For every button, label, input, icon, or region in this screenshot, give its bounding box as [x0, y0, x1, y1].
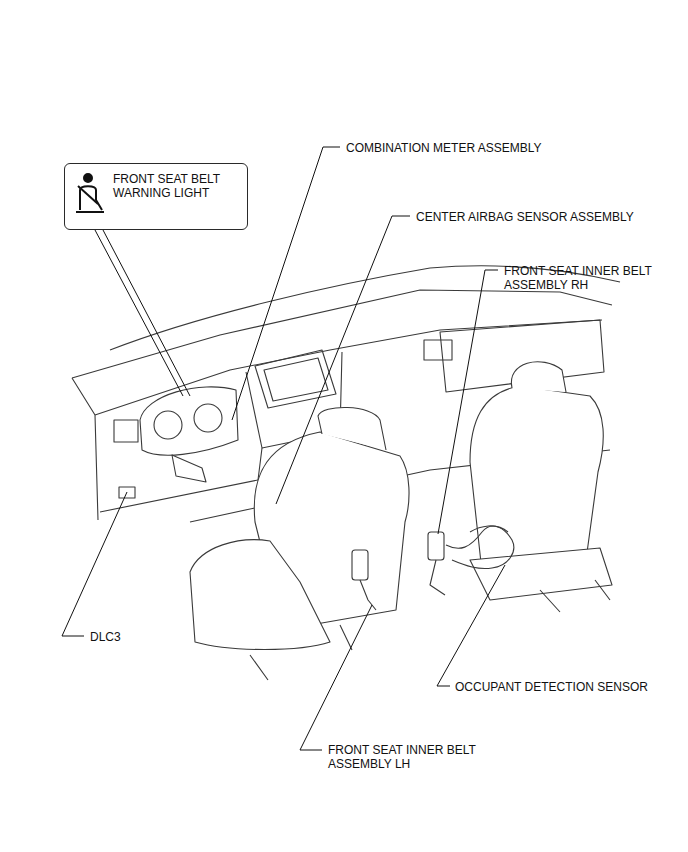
- steering-column: [172, 455, 206, 482]
- lh-headrest: [318, 407, 386, 450]
- leader-line: [300, 605, 372, 750]
- rh-headrest: [511, 362, 566, 392]
- lh-seat-rail: [250, 625, 352, 680]
- lh-belt-strap: [360, 580, 376, 610]
- part-label: OCCUPANT DETECTION SENSOR: [455, 680, 680, 694]
- leader-line: [276, 216, 410, 504]
- leader-lines: [62, 147, 505, 750]
- leader-line: [232, 147, 340, 420]
- part-label: FRONT SEAT INNER BELT ASSEMBLY RH: [504, 264, 672, 292]
- lh-belt-buckle: [352, 550, 368, 580]
- occupant-sensor-wire: [446, 526, 514, 568]
- occupant-sensor-wire: [470, 526, 508, 532]
- gauge: [194, 404, 222, 432]
- center-screen: [255, 350, 336, 408]
- icon-belt: [78, 186, 98, 204]
- part-label: DLC3: [90, 630, 170, 644]
- knee-panel: [100, 448, 262, 512]
- lh-seat-cushion: [190, 540, 330, 650]
- rh-seat-cushion: [470, 548, 612, 600]
- rh-seat-rail: [540, 580, 610, 612]
- rh-belt-buckle: [428, 532, 444, 560]
- part-label: CENTER AIRBAG SENSOR ASSEMBLY: [416, 210, 676, 224]
- meter-hood: [140, 387, 238, 455]
- gauge: [154, 411, 182, 439]
- icon-seat: [76, 211, 104, 213]
- callout-title: FRONT SEAT BELT WARNING LIGHT: [113, 172, 237, 200]
- rh-seat-back: [470, 386, 603, 572]
- leader-line: [438, 270, 498, 534]
- leader-line: [437, 565, 505, 686]
- part-label: COMBINATION METER ASSEMBLY: [346, 141, 646, 155]
- icon-head: [84, 174, 92, 182]
- dash-left-side: [72, 378, 98, 520]
- leader-line: [62, 492, 127, 636]
- leader-line: [95, 230, 183, 396]
- center-screen-inner: [264, 358, 328, 401]
- part-label: FRONT SEAT INNER BELT ASSEMBLY LH: [328, 743, 496, 771]
- rh-belt-strap: [430, 560, 445, 595]
- vent-left: [114, 420, 138, 442]
- seat-belt-icon: [76, 174, 104, 212]
- callout-box: FRONT SEAT BELT WARNING LIGHT: [64, 163, 248, 230]
- leader-line: [103, 230, 190, 396]
- glove-box: [440, 320, 604, 392]
- vent-right: [424, 340, 452, 360]
